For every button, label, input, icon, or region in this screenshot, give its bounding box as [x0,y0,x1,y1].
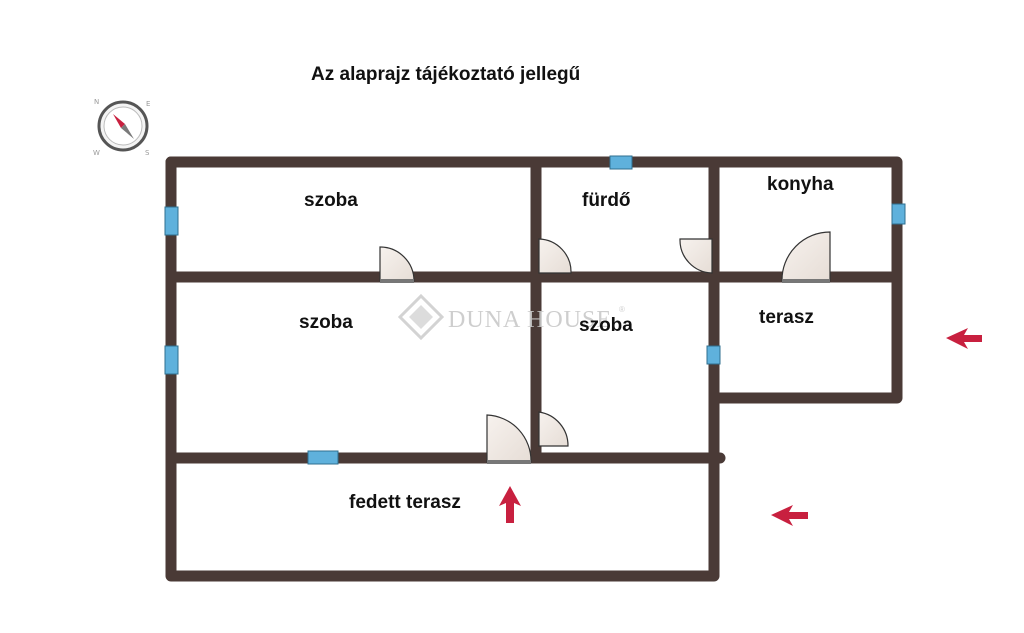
window-icon [609,155,633,170]
watermark: DUNA HOUSE ® [397,293,625,341]
room-label-szoba-2: szoba [299,312,353,333]
window-icon [891,203,906,225]
entrance-arrow-icon [946,328,982,349]
compass-letter-n: N [94,98,99,106]
door-icon [679,238,713,274]
entrance-arrow-icon [499,486,521,523]
door-icon [781,231,831,283]
entrance-arrows [499,328,982,526]
plan-title: Az alaprajz tájékoztató jellegű [311,64,580,85]
walls [165,156,903,582]
window-icon [164,206,179,236]
room-label-furdo: fürdő [582,190,631,211]
compass-letter-e: E [146,100,150,108]
watermark-registered: ® [619,305,625,314]
window-icon [307,450,339,465]
doors [379,231,831,464]
outer-wall-left-bottom [165,156,720,582]
compass-icon: N E S W [93,98,150,157]
door-icon [538,411,569,447]
compass-letter-w: W [93,149,100,157]
door-icon [538,238,572,274]
room-label-fedett-terasz: fedett terasz [349,492,461,513]
entrance-arrow-icon [771,505,808,526]
door-icon [379,246,415,283]
duna-house-logo-icon [397,293,445,341]
door-icon [486,414,532,464]
room-label-terasz: terasz [759,307,814,328]
watermark-brand: DUNA HOUSE [448,307,612,333]
window-icon [706,345,721,365]
room-label-konyha: konyha [767,174,834,195]
compass-letter-s: S [145,149,150,157]
room-label-szoba-1: szoba [304,190,358,211]
window-icon [164,345,179,375]
room-label-szoba-3: szoba [579,315,633,336]
windows [164,155,906,465]
